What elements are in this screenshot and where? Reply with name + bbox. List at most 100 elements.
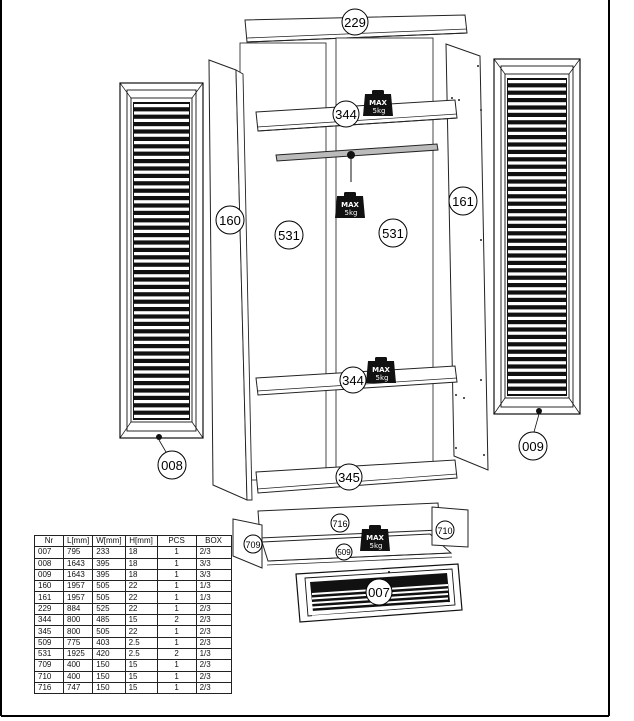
svg-text:161: 161 bbox=[452, 194, 474, 209]
table-cell: 2/3 bbox=[195, 659, 232, 672]
table-cell: 2/3 bbox=[195, 681, 232, 695]
table-cell: 2/3 bbox=[195, 546, 232, 559]
svg-text:5kg: 5kg bbox=[376, 374, 389, 382]
table-cell: 3/3 bbox=[195, 557, 232, 570]
table-cell: 505 bbox=[92, 625, 126, 638]
svg-text:MAX: MAX bbox=[369, 99, 387, 107]
table-cell: 531 bbox=[34, 647, 64, 661]
label-top-panel: 229 bbox=[341, 8, 369, 36]
svg-text:531: 531 bbox=[278, 228, 300, 243]
table-cell: 1643 bbox=[62, 557, 94, 570]
svg-text:009: 009 bbox=[522, 439, 544, 454]
table-cell: 1/3 bbox=[195, 580, 232, 593]
column-header: BOX bbox=[195, 534, 232, 548]
table-cell: 2.5 bbox=[124, 636, 158, 649]
label-side-left: 160 bbox=[215, 205, 245, 235]
label-drawer-back: 716 bbox=[330, 513, 350, 533]
hanging-rail bbox=[275, 143, 439, 162]
table-cell: 509 bbox=[34, 636, 64, 649]
label-bottom-panel: 345 bbox=[335, 463, 363, 491]
table-cell: 1 bbox=[156, 625, 197, 638]
svg-text:007: 007 bbox=[368, 585, 390, 600]
table-cell: 15 bbox=[124, 681, 158, 695]
weight-badge-lower: MAX 5kg bbox=[366, 357, 396, 383]
table-cell: 345 bbox=[34, 625, 64, 638]
table-cell: 008 bbox=[34, 557, 64, 570]
table-cell: 15 bbox=[124, 670, 158, 683]
table-cell: 1643 bbox=[62, 568, 94, 582]
weight-badge-drawer: MAX 5kg bbox=[360, 525, 390, 551]
table-cell: 009 bbox=[34, 568, 64, 582]
svg-text:345: 345 bbox=[338, 470, 360, 485]
table-cell: 2/3 bbox=[195, 636, 232, 649]
table-cell: 747 bbox=[62, 681, 94, 695]
table-cell: 233 bbox=[92, 546, 126, 559]
table-cell: 884 bbox=[62, 602, 94, 616]
column-header: Nr bbox=[34, 534, 64, 548]
table-cell: 15 bbox=[124, 659, 158, 672]
label-drawer-front: 007 bbox=[365, 578, 393, 606]
label-door-right: 009 bbox=[518, 431, 548, 461]
table-cell: 18 bbox=[124, 568, 158, 582]
svg-text:344: 344 bbox=[342, 373, 364, 388]
label-drawer-side-right: 710 bbox=[435, 520, 455, 540]
table-cell: 18 bbox=[124, 546, 158, 559]
label-inner-left: 531 bbox=[274, 220, 304, 250]
table-cell: 22 bbox=[124, 591, 158, 604]
table-cell: 400 bbox=[62, 670, 94, 683]
svg-text:MAX: MAX bbox=[372, 366, 390, 374]
table-cell: 22 bbox=[124, 602, 158, 616]
label-drawer-bottom: 509 bbox=[335, 543, 353, 561]
table-cell: 18 bbox=[124, 557, 158, 570]
weight-badge-upper: MAX 5kg bbox=[363, 90, 393, 116]
table-cell: 716 bbox=[34, 681, 64, 695]
svg-text:344: 344 bbox=[335, 107, 357, 122]
svg-text:710: 710 bbox=[437, 526, 452, 536]
table-cell: 395 bbox=[92, 568, 126, 582]
table-cell: 2.5 bbox=[124, 647, 158, 661]
table-cell: 1 bbox=[156, 636, 197, 649]
weight-badge-rail: MAX 5kg bbox=[335, 192, 365, 218]
table-cell: 22 bbox=[124, 580, 158, 593]
svg-text:008: 008 bbox=[161, 458, 183, 473]
table-cell: 1957 bbox=[62, 591, 94, 604]
column-header: L[mm] bbox=[62, 534, 94, 548]
table-cell: 1/3 bbox=[195, 591, 232, 604]
table-cell: 485 bbox=[92, 614, 126, 627]
table-cell: 400 bbox=[62, 659, 94, 672]
table-cell: 150 bbox=[92, 681, 126, 695]
svg-text:MAX: MAX bbox=[341, 201, 359, 209]
table-cell: 229 bbox=[34, 602, 64, 616]
table-cell: 525 bbox=[92, 602, 126, 616]
table-cell: 795 bbox=[62, 546, 94, 559]
svg-text:531: 531 bbox=[382, 226, 404, 241]
table-cell: 1/3 bbox=[195, 647, 232, 661]
table-cell: 2/3 bbox=[195, 602, 232, 616]
label-drawer-side-left: 709 bbox=[243, 534, 263, 554]
table-cell: 3/3 bbox=[195, 568, 232, 582]
table-cell: 1 bbox=[156, 659, 197, 672]
table-cell: 2 bbox=[156, 614, 197, 627]
table-cell: 344 bbox=[34, 614, 64, 627]
table-cell: 1 bbox=[156, 580, 197, 593]
table-cell: 2/3 bbox=[195, 625, 232, 638]
table-cell: 1 bbox=[156, 557, 197, 570]
table-cell: 710 bbox=[34, 670, 64, 683]
table-cell: 22 bbox=[124, 625, 158, 638]
table-cell: 1 bbox=[156, 591, 197, 604]
svg-text:229: 229 bbox=[344, 15, 366, 30]
column-header: H[mm] bbox=[124, 534, 158, 548]
